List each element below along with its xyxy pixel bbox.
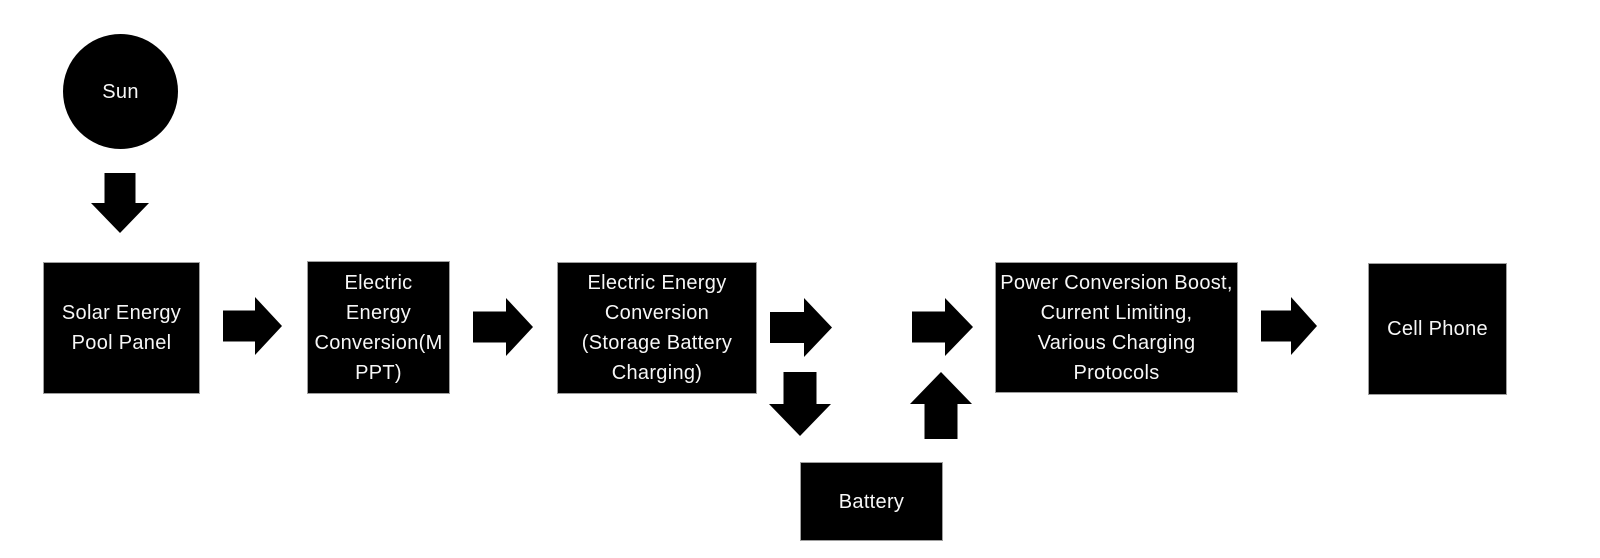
node-cell-phone: Cell Phone xyxy=(1368,263,1507,395)
node-sun-label: Sun xyxy=(102,80,139,103)
arrow-storage-right-icon xyxy=(770,298,832,357)
node-power-conversion-label: Power Conversion Boost, Current Limiting… xyxy=(1000,271,1233,384)
node-solar-panel-label: Solar Energy Pool Panel xyxy=(61,302,182,354)
node-storage-charging-label: Electric Energy Conversion (Storage Batt… xyxy=(581,272,733,384)
node-sun: Sun xyxy=(63,34,178,149)
node-battery-label: Battery xyxy=(838,490,905,513)
node-battery: Battery xyxy=(800,462,943,541)
node-power-conversion: Power Conversion Boost, Current Limiting… xyxy=(995,262,1238,393)
arrow-junction-to-power-right-icon xyxy=(912,298,973,356)
arrow-power-to-phone-right-icon xyxy=(1261,297,1317,355)
node-storage-charging: Electric Energy Conversion (Storage Batt… xyxy=(557,262,757,394)
arrow-mppt-to-storage-right-icon xyxy=(473,298,533,356)
arrow-storage-to-battery-down-icon xyxy=(769,372,831,436)
node-cell-phone-label: Cell Phone xyxy=(1387,318,1488,340)
arrow-sun-to-panel-down-icon xyxy=(91,173,149,233)
arrow-battery-up-icon xyxy=(910,372,972,439)
node-solar-panel: Solar Energy Pool Panel xyxy=(43,262,200,394)
arrow-panel-to-mppt-right-icon xyxy=(223,297,282,355)
node-mppt: Electric Energy Conversion(M PPT) xyxy=(307,261,450,394)
node-mppt-label: Electric Energy Conversion(M PPT) xyxy=(314,271,443,384)
